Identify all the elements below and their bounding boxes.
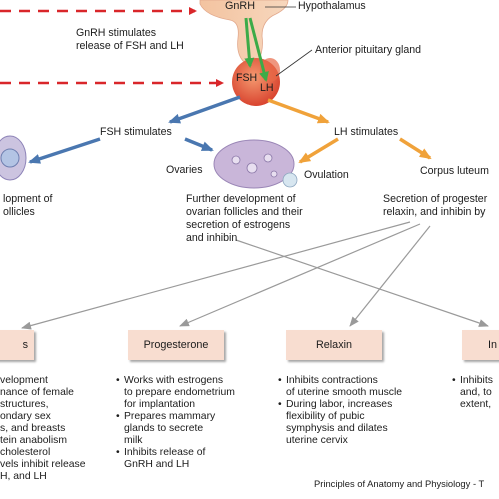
secretion-line-1: Secretion of progester bbox=[383, 193, 488, 205]
hypothalamus-label: Hypothalamus bbox=[298, 0, 366, 12]
secretion-line-2: relaxin, and inhibin by bbox=[383, 206, 486, 218]
follicle-oocyte bbox=[0, 148, 20, 168]
progesterone-box: Progesterone bbox=[128, 330, 224, 360]
relaxin-box: Relaxin bbox=[286, 330, 382, 360]
progesterone-effect-line: to prepare endometrium bbox=[124, 387, 235, 398]
inhibin-box: In bbox=[462, 330, 499, 360]
estrogens-effect-line: structures, bbox=[0, 399, 49, 410]
inhibin-effect-line: and, to bbox=[460, 387, 492, 398]
estrogens-effect-line: H, and LH bbox=[0, 471, 47, 482]
ovulation-label: Ovulation bbox=[304, 169, 349, 181]
lh-gland-label: LH bbox=[260, 82, 274, 94]
relaxin-effect-line: of uterine smooth muscle bbox=[286, 387, 403, 398]
inhibin-effect-line: Inhibits bbox=[452, 375, 493, 387]
progesterone-effect-line: GnRH and LH bbox=[124, 459, 190, 470]
lh-arrow-ovulation bbox=[298, 137, 339, 164]
further-development-line-1: Further development of bbox=[186, 193, 296, 205]
estrogens-effect-line: cholesterol bbox=[0, 447, 51, 458]
progesterone-effect-line: glands to secrete bbox=[124, 423, 204, 434]
lh-arrow-corpus-luteum bbox=[399, 137, 432, 160]
relaxin-effect-line: Inhibits contractions bbox=[278, 375, 402, 387]
further-development-line-2: ovarian follicles and their bbox=[186, 206, 303, 218]
gnrh-stimulates-line-1: GnRH stimulates bbox=[76, 27, 157, 39]
fsh-gland-label: FSH bbox=[236, 72, 258, 84]
estrogens-effects: velopment nance of female structures, on… bbox=[0, 375, 85, 483]
relaxin-effect-line: uterine cervix bbox=[286, 435, 348, 446]
estrogens-effect-line: ondary sex bbox=[0, 411, 51, 422]
progesterone-effect-line: Works with estrogens bbox=[116, 375, 235, 387]
inhibin-box-label: In bbox=[488, 339, 498, 351]
source-credit: Principles of Anatomy and Physiology - T bbox=[314, 478, 485, 489]
estrogens-effect-line: vels inhibit release bbox=[0, 459, 86, 470]
estrogens-effect-line: s, and breasts bbox=[0, 423, 66, 434]
further-development-line-4: and inhibin bbox=[186, 232, 238, 244]
corpus-luteum-label: Corpus luteum bbox=[420, 165, 489, 177]
estrogens-effect-line: nance of female bbox=[0, 387, 74, 398]
estrogens-effect-line: tein anabolism bbox=[0, 435, 68, 446]
relaxin-effects: Inhibits contractions of uterine smooth … bbox=[278, 375, 402, 447]
estrogens-box-label: s bbox=[22, 339, 28, 351]
fsh-arrow-follicles bbox=[28, 137, 101, 164]
inhibin-effects: Inhibits and, to extent, bbox=[452, 375, 493, 411]
lh-arrow bbox=[267, 98, 330, 124]
progesterone-effect-line: milk bbox=[124, 435, 143, 446]
progesterone-effect-line: Prepares mammary bbox=[116, 411, 235, 423]
relaxin-effect-line: flexibility of pubic bbox=[286, 411, 365, 422]
effect-line-estrogens bbox=[21, 221, 411, 330]
effect-line-progesterone bbox=[179, 223, 421, 327]
ovaries-label: Ovaries bbox=[166, 164, 203, 176]
gnrh-arrow-lh bbox=[248, 17, 269, 82]
ovary-follicle bbox=[263, 153, 273, 163]
estrogens-box: s bbox=[0, 330, 34, 360]
fsh-arrow bbox=[168, 95, 241, 124]
follicle-development-line-1: lopment of bbox=[3, 193, 53, 205]
estrogens-effect-line: velopment bbox=[0, 375, 48, 386]
further-development-line-3: secretion of estrogens bbox=[186, 219, 291, 231]
relaxin-effect-line: symphysis and dilates bbox=[286, 423, 388, 434]
fsh-arrow-ovaries bbox=[184, 137, 214, 152]
effect-line-inhibin bbox=[235, 239, 489, 327]
anterior-pituitary-label: Anterior pituitary gland bbox=[315, 44, 421, 56]
progesterone-effects: Works with estrogens to prepare endometr… bbox=[116, 375, 235, 471]
progesterone-effect-line: Inhibits release of bbox=[116, 447, 235, 459]
effect-line-relaxin bbox=[349, 225, 431, 327]
inhibin-effect-line: extent, bbox=[460, 399, 492, 410]
gnrh-arrow-fsh bbox=[244, 17, 255, 68]
ovary-follicle bbox=[246, 162, 258, 174]
ovary-follicle bbox=[231, 155, 241, 165]
relaxin-effect-line: During labor, increases bbox=[278, 399, 402, 411]
follicle-development-line-2: ollicles bbox=[3, 206, 35, 218]
gnrh-label: GnRH bbox=[225, 0, 255, 12]
gnrh-stimulates-line-2: release of FSH and LH bbox=[76, 40, 184, 52]
fsh-stimulates-label: FSH stimulates bbox=[100, 126, 172, 138]
ovary-follicle bbox=[270, 170, 278, 178]
lh-stimulates-label: LH stimulates bbox=[334, 126, 399, 138]
progesterone-effect-line: for implantation bbox=[124, 399, 196, 410]
pituitary-leader bbox=[275, 49, 313, 77]
ovulation-burst bbox=[282, 172, 298, 188]
